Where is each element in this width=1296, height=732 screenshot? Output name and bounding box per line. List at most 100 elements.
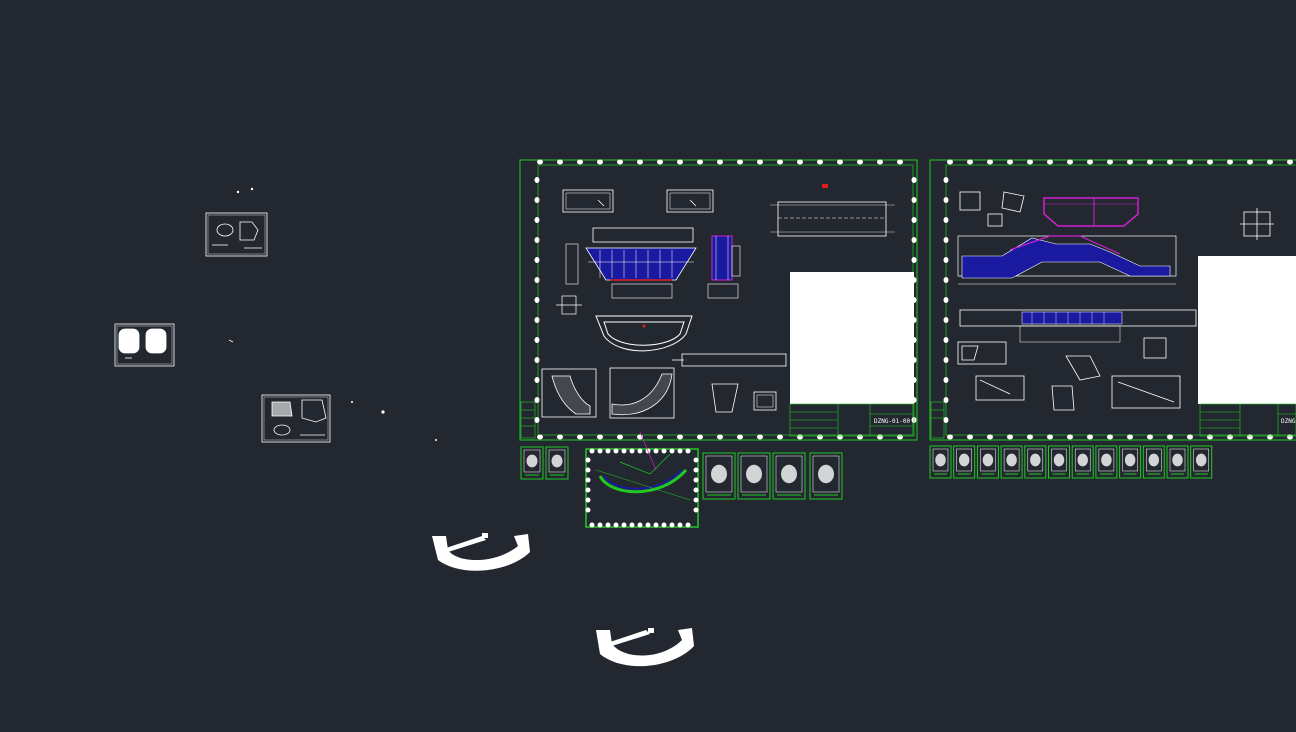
border-zone-marker <box>987 434 993 440</box>
border-zone-marker <box>911 237 917 243</box>
sheet-thumbnail[interactable] <box>772 452 806 500</box>
border-zone-marker <box>629 522 635 528</box>
sheet-thumbnail[interactable] <box>1190 445 1213 479</box>
sheet-thumbnail[interactable] <box>929 445 952 479</box>
border-zone-marker <box>534 257 540 263</box>
border-zone-marker <box>534 297 540 303</box>
bracket-part-2[interactable] <box>596 628 694 667</box>
hopper-elevation-view[interactable] <box>565 227 697 299</box>
border-zone-marker <box>943 277 949 283</box>
border-zone-marker <box>1187 159 1193 165</box>
border-zone-marker <box>817 159 823 165</box>
border-zone-marker <box>967 159 973 165</box>
sheet-thumbnail[interactable] <box>1142 445 1165 479</box>
sheet-thumbnail[interactable] <box>520 446 544 480</box>
sheet-2-title-block[interactable] <box>1199 403 1296 437</box>
conveyor-elevation-view[interactable] <box>957 235 1177 285</box>
conveyor-plan-view[interactable] <box>959 309 1197 343</box>
border-zone-marker <box>557 434 563 440</box>
sheet-thumbnail[interactable] <box>737 452 771 500</box>
border-zone-marker <box>911 197 917 203</box>
arch-section-view[interactable] <box>595 315 693 352</box>
border-zone-marker <box>613 448 619 454</box>
sheet-thumbnail[interactable] <box>809 452 843 500</box>
border-zone-marker <box>717 159 723 165</box>
border-zone-marker <box>697 159 703 165</box>
border-zone-marker <box>737 159 743 165</box>
border-zone-marker <box>685 448 691 454</box>
hopper-top-view[interactable] <box>1043 197 1139 227</box>
border-zone-marker <box>943 317 949 323</box>
drawing-sheet-1[interactable]: DZNG-01-00 <box>519 159 918 441</box>
bracket-part-1[interactable] <box>432 533 530 571</box>
sheet-thumbnail[interactable] <box>1000 445 1023 479</box>
small-detail-drawing-3[interactable] <box>261 394 437 443</box>
border-zone-marker <box>1247 159 1253 165</box>
border-zone-marker <box>943 357 949 363</box>
sheet-1-thumbnail-row[interactable] <box>520 446 843 500</box>
border-zone-marker <box>1067 159 1073 165</box>
border-zone-marker <box>943 297 949 303</box>
border-zone-marker <box>717 434 723 440</box>
border-zone-marker <box>637 159 643 165</box>
border-zone-marker <box>693 507 699 513</box>
border-zone-marker <box>1127 159 1133 165</box>
border-zone-marker <box>621 448 627 454</box>
sheet-thumbnail[interactable] <box>1166 445 1189 479</box>
sheet-2-border-markers <box>943 159 1293 440</box>
border-zone-marker <box>585 457 591 463</box>
border-zone-marker <box>661 522 667 528</box>
sheet-thumbnail[interactable] <box>545 446 569 480</box>
border-zone-marker <box>693 457 699 463</box>
border-zone-marker <box>1087 434 1093 440</box>
sheet-thumbnail[interactable] <box>1095 445 1118 479</box>
sheet-thumbnail[interactable] <box>953 445 976 479</box>
sheet-1-title-block[interactable] <box>789 403 915 437</box>
border-zone-marker <box>1167 434 1173 440</box>
border-zone-marker <box>737 434 743 440</box>
border-zone-marker <box>585 477 591 483</box>
sheet-2-thumbnail-row[interactable] <box>929 445 1213 479</box>
sheet-thumbnail[interactable] <box>1024 445 1047 479</box>
small-detail-drawing-1[interactable] <box>205 187 268 257</box>
border-zone-marker <box>1007 434 1013 440</box>
border-zone-marker <box>797 434 803 440</box>
border-zone-marker <box>943 177 949 183</box>
sheet-thumbnail[interactable] <box>702 452 736 500</box>
border-zone-marker <box>1227 434 1233 440</box>
border-zone-marker <box>677 448 683 454</box>
border-zone-marker <box>585 487 591 493</box>
sheet-thumbnail[interactable] <box>1119 445 1142 479</box>
small-detail-drawing-2[interactable] <box>114 323 234 367</box>
border-zone-marker <box>605 448 611 454</box>
border-zone-marker <box>1247 434 1253 440</box>
drawing-sheet-2[interactable]: DZNG <box>929 159 1296 441</box>
border-zone-marker <box>669 522 675 528</box>
border-zone-marker <box>1187 434 1193 440</box>
border-zone-marker <box>857 434 863 440</box>
border-zone-marker <box>534 177 540 183</box>
border-zone-marker <box>597 448 603 454</box>
border-zone-marker <box>943 417 949 423</box>
border-zone-marker <box>613 522 619 528</box>
border-zone-marker <box>1047 159 1053 165</box>
border-zone-marker <box>534 277 540 283</box>
border-zone-marker <box>1147 434 1153 440</box>
sheet-thumbnail[interactable] <box>1071 445 1094 479</box>
border-zone-marker <box>685 522 691 528</box>
sheet-thumbnail[interactable] <box>976 445 999 479</box>
border-zone-marker <box>947 434 953 440</box>
border-zone-marker <box>534 397 540 403</box>
border-zone-marker <box>597 159 603 165</box>
border-zone-marker <box>877 159 883 165</box>
sheet-thumbnail[interactable] <box>1048 445 1070 479</box>
border-zone-marker <box>617 159 623 165</box>
border-zone-marker <box>661 448 667 454</box>
border-zone-marker <box>637 522 643 528</box>
border-zone-marker <box>777 434 783 440</box>
hopper-side-view[interactable] <box>707 235 741 299</box>
selected-detail-sheet[interactable] <box>585 431 699 528</box>
border-zone-marker <box>693 467 699 473</box>
